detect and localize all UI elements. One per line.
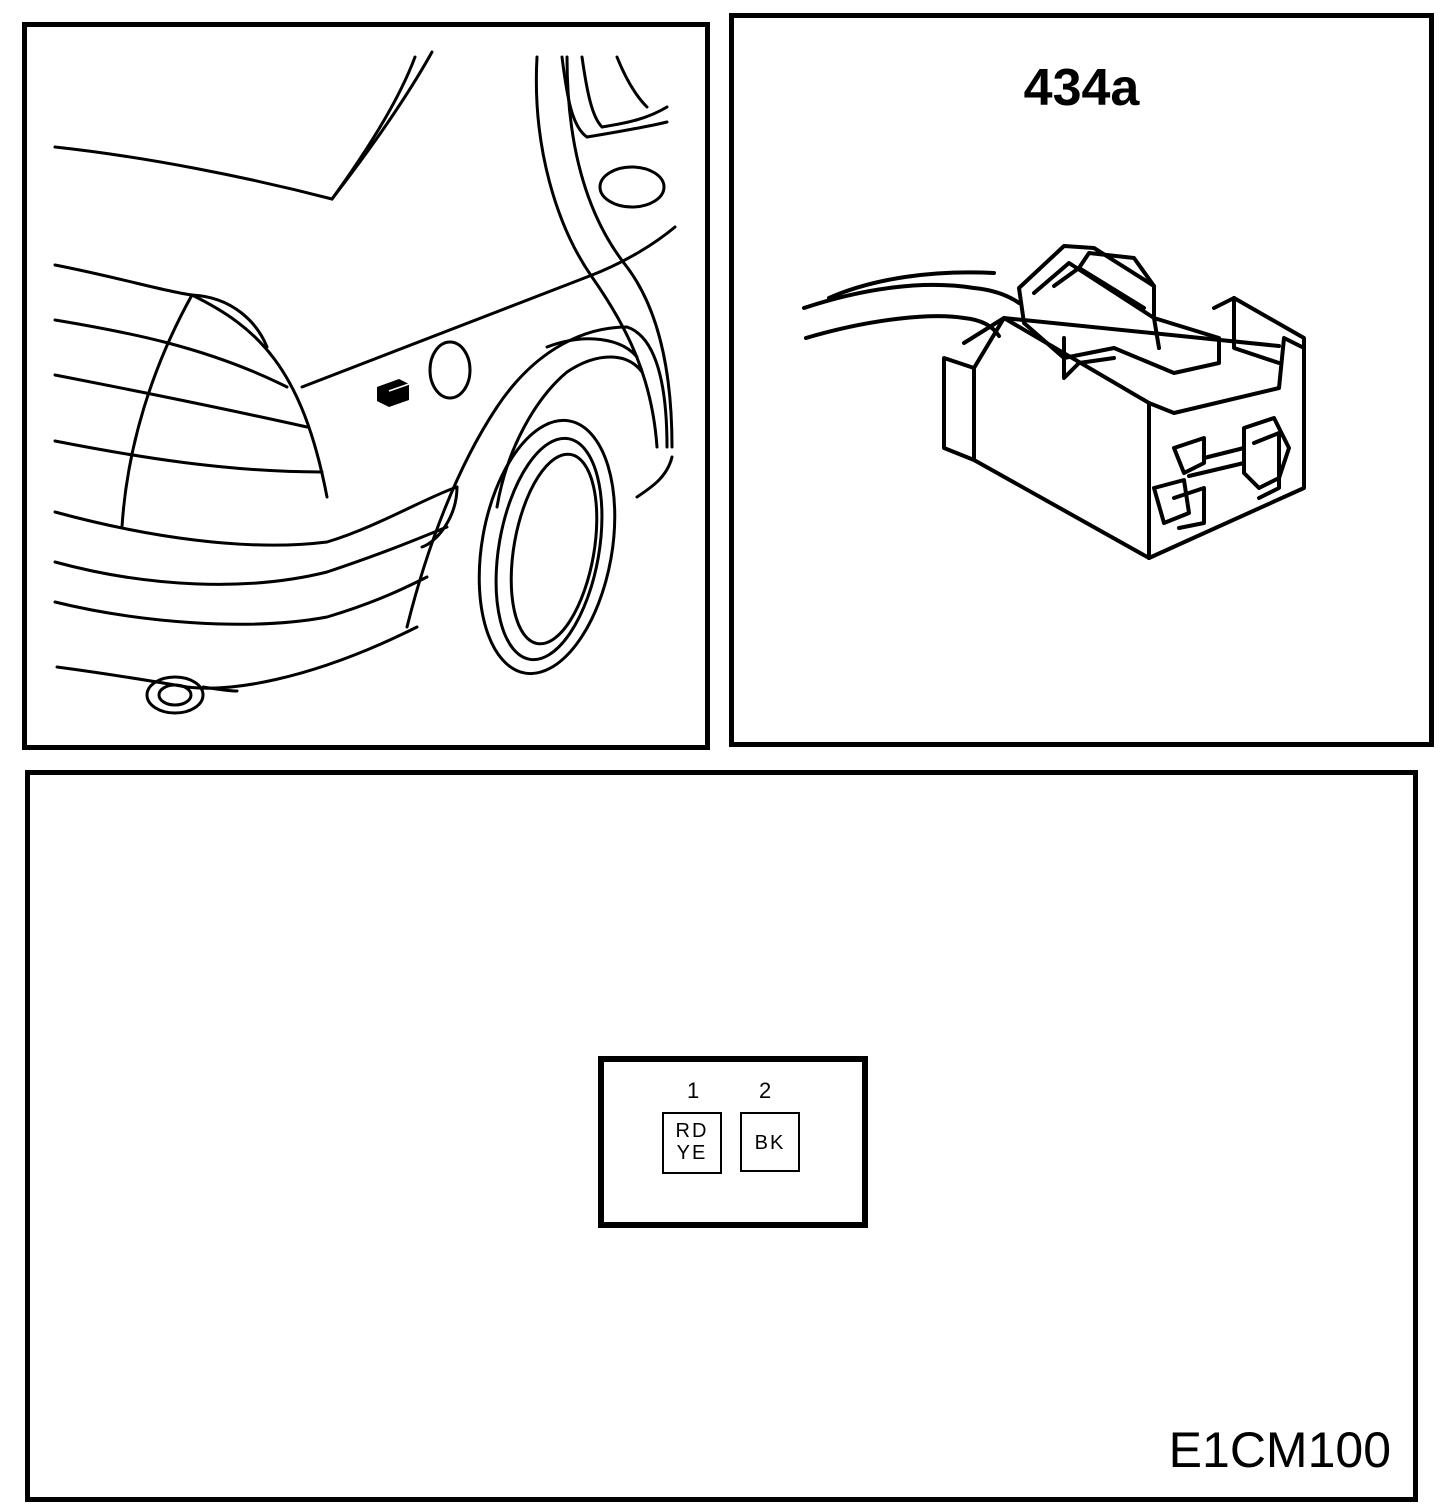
pin-2-cell: BK	[740, 1112, 800, 1172]
pin-2-wire-color: BK	[754, 1132, 786, 1154]
connector-view-panel: 434a	[729, 13, 1434, 747]
pinout-panel: 1 2 RD YE BK E1CM100	[25, 770, 1418, 1502]
pin-1-wire-color-secondary: YE	[676, 1142, 708, 1164]
connector-location-marker	[377, 379, 410, 407]
car-rear-illustration	[53, 50, 677, 715]
pin-2-number: 2	[759, 1078, 772, 1103]
vehicle-location-panel	[22, 22, 710, 750]
pin-1-wire-color: RD	[675, 1120, 709, 1142]
pin-1-cell: RD YE	[662, 1112, 722, 1174]
connector-id: 434a	[1023, 59, 1140, 117]
diagram-code: E1CM100	[1168, 1422, 1391, 1478]
connector-face: 1 2 RD YE BK	[598, 1056, 868, 1228]
connector-illustration	[802, 244, 1306, 560]
pin-1-number: 1	[687, 1078, 700, 1103]
